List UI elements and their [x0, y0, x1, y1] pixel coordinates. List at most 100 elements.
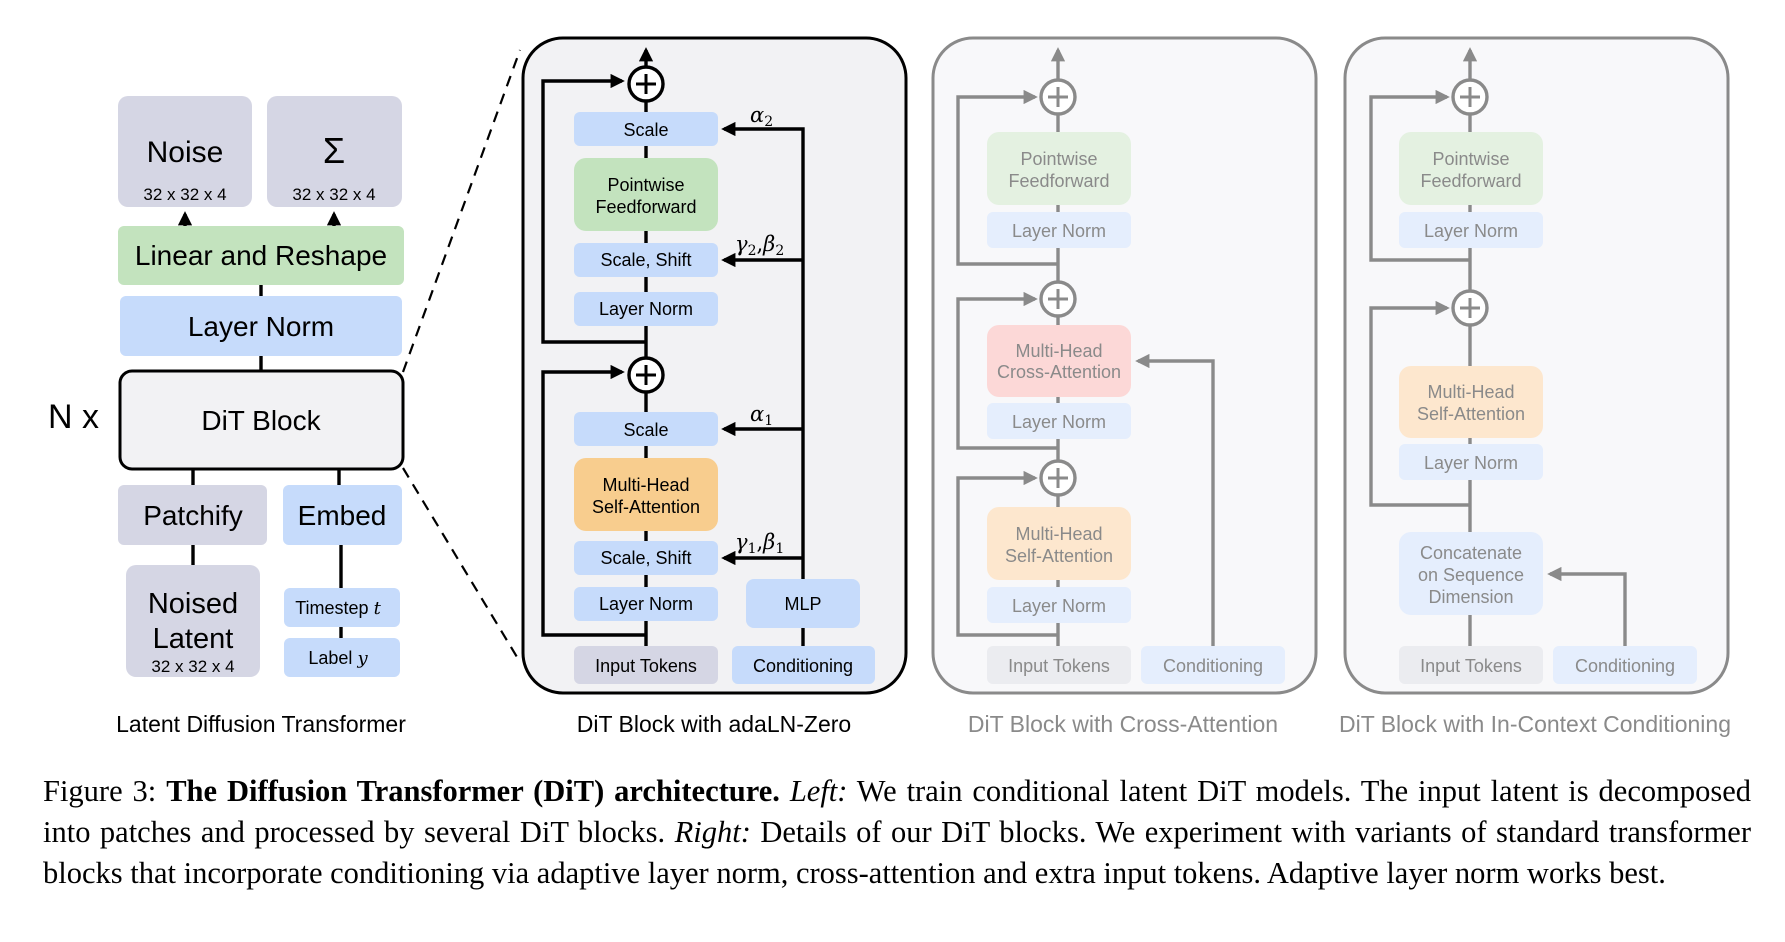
- layer-norm-label-top: Layer Norm: [599, 299, 693, 319]
- cross-input-tokens-box: [987, 646, 1131, 684]
- adaln-panel-title: DiT Block with adaLN-Zero: [577, 711, 851, 737]
- noised-latent-line2: Latent: [153, 623, 234, 655]
- linear-reshape-box: [118, 226, 404, 285]
- scale-shift-label-bottom: Scale, Shift: [600, 548, 691, 568]
- caption-right-label: Right:: [674, 815, 751, 849]
- cross-mhsa-line2: Self-Attention: [1005, 546, 1113, 566]
- cross-layer-norm-label-3: Layer Norm: [1012, 596, 1106, 616]
- latent-diffusion-transformer-panel: Noise 32 x 32 x 4 Σ 32 x 32 x 4 Linear a…: [48, 49, 522, 737]
- cross-attention-box: [987, 325, 1131, 397]
- cross-layer-norm-box-2: [987, 403, 1131, 439]
- scale-box-bottom: [574, 412, 718, 446]
- mhsa-line1: Multi-Head: [602, 475, 689, 495]
- residual-loop-3: [956, 470, 1058, 637]
- cross-panel-title: DiT Block with Cross-Attention: [968, 711, 1278, 737]
- scale-shift-label-top: Scale, Shift: [600, 250, 691, 270]
- timestep-label: Timestep t: [295, 598, 381, 619]
- dit-block-box: [118, 369, 405, 471]
- embed-label: Embed: [298, 500, 387, 531]
- figure-caption: Figure 3: The Diffusion Transformer (DiT…: [43, 771, 1751, 894]
- left-layer-norm-box: [120, 296, 402, 356]
- residual-loop-1: [1369, 89, 1470, 262]
- zoom-dashed-line-bottom: [402, 467, 521, 663]
- incontext-input-tokens-label: Input Tokens: [1420, 656, 1522, 676]
- incontext-layer-norm-box-2: [1399, 444, 1543, 480]
- layer-norm-box-bottom: [574, 587, 718, 621]
- embed-box: [283, 485, 402, 545]
- mlp-box: [746, 579, 860, 628]
- in-context-panel: Pointwise Feedforward Layer Norm Multi-H…: [1339, 36, 1731, 737]
- residual-loop-top: [541, 73, 646, 344]
- repeat-n-label: N x: [48, 398, 99, 436]
- residual-loop-bottom: [541, 364, 646, 637]
- sigma-output-box: [267, 96, 402, 207]
- plus-node-bottom: [627, 356, 665, 394]
- scale-label-top: Scale: [623, 120, 668, 140]
- alpha1-label: α1: [750, 402, 773, 429]
- caption-left-text: We train conditional latent DiT models. …: [43, 774, 1752, 849]
- concatenate-line3: Dimension: [1428, 587, 1513, 607]
- cross-conditioning-box: [1141, 646, 1285, 684]
- scale-shift-box-top: [574, 243, 718, 277]
- incontext-pointwise-line1: Pointwise: [1432, 149, 1509, 169]
- scale-box-top: [574, 112, 718, 146]
- incontext-mhsa-line1: Multi-Head: [1427, 382, 1514, 402]
- sigma-shape: 32 x 32 x 4: [292, 185, 375, 204]
- adaln-zero-panel: Scale Pointwise Feedforward Scale, Shift…: [521, 36, 908, 737]
- pointwise-line2: Feedforward: [595, 197, 696, 217]
- cross-layer-norm-label-1: Layer Norm: [1012, 221, 1106, 241]
- conditioning-to-cross-attn-arrow: [1135, 353, 1215, 646]
- cross-pointwise-line2: Feedforward: [1008, 171, 1109, 191]
- incontext-input-tokens-box: [1399, 646, 1543, 684]
- plus-node-top: [627, 65, 665, 103]
- linear-reshape-label: Linear and Reshape: [135, 240, 387, 271]
- patchify-box: [118, 485, 267, 545]
- conditioning-box: [732, 646, 875, 684]
- incontext-layer-norm-label-1: Layer Norm: [1424, 221, 1518, 241]
- cross-layer-norm-box-1: [987, 212, 1131, 248]
- incontext-mhsa-line2: Self-Attention: [1417, 404, 1525, 424]
- adaln-connectors: [541, 47, 805, 646]
- plus-node-1: [1039, 78, 1077, 116]
- conditioning-to-concat-arrow: [1547, 566, 1627, 646]
- incontext-connectors: [1369, 47, 1627, 646]
- noise-output-box: [118, 96, 252, 207]
- cross-connectors: [956, 47, 1215, 646]
- noised-latent-line1: Noised: [148, 588, 238, 620]
- cross-mhsa-line1: Multi-Head: [1015, 524, 1102, 544]
- residual-loop-2: [1369, 300, 1470, 507]
- cross-input-tokens-label: Input Tokens: [1008, 656, 1110, 676]
- plus-node-2: [1451, 289, 1489, 327]
- scale-label-bottom: Scale: [623, 420, 668, 440]
- left-panel-title: Latent Diffusion Transformer: [116, 711, 406, 737]
- concatenate-box: [1399, 532, 1543, 615]
- incontext-conditioning-label: Conditioning: [1575, 656, 1675, 676]
- cross-attention-line1: Multi-Head: [1015, 341, 1102, 361]
- mlp-label: MLP: [784, 594, 821, 614]
- gamma2-beta2-label: γ2,β2: [735, 232, 784, 259]
- input-tokens-label: Input Tokens: [595, 656, 697, 676]
- scale-shift-box-bottom: [574, 541, 718, 575]
- cross-conditioning-label: Conditioning: [1163, 656, 1263, 676]
- conditioning-label: Conditioning: [753, 656, 853, 676]
- caption-right-text: Details of our DiT blocks. We experiment…: [43, 815, 1752, 890]
- incontext-pointwise-box: [1399, 132, 1543, 205]
- mhsa-box: [574, 458, 718, 531]
- dit-block-label: DiT Block: [201, 405, 321, 436]
- timestep-box: [284, 588, 400, 627]
- plus-node-1: [1451, 78, 1489, 116]
- caption-bold-title: The Diffusion Transformer (DiT) architec…: [166, 774, 780, 808]
- incontext-mhsa-box: [1399, 366, 1543, 438]
- patchify-label: Patchify: [143, 500, 243, 531]
- plus-node-2: [1039, 280, 1077, 318]
- incontext-pointwise-line2: Feedforward: [1420, 171, 1521, 191]
- sigma-label: Σ: [323, 130, 345, 171]
- cross-attention-line2: Cross-Attention: [997, 362, 1121, 382]
- incontext-layer-norm-label-2: Layer Norm: [1424, 453, 1518, 473]
- layer-norm-label-bottom: Layer Norm: [599, 594, 693, 614]
- pointwise-feedforward-box: [574, 158, 718, 231]
- class-label-text: Label y: [308, 648, 368, 669]
- noise-shape: 32 x 32 x 4: [143, 185, 226, 204]
- class-label-box: [284, 638, 400, 677]
- cross-attention-panel: Pointwise Feedforward Layer Norm Multi-H…: [931, 36, 1318, 737]
